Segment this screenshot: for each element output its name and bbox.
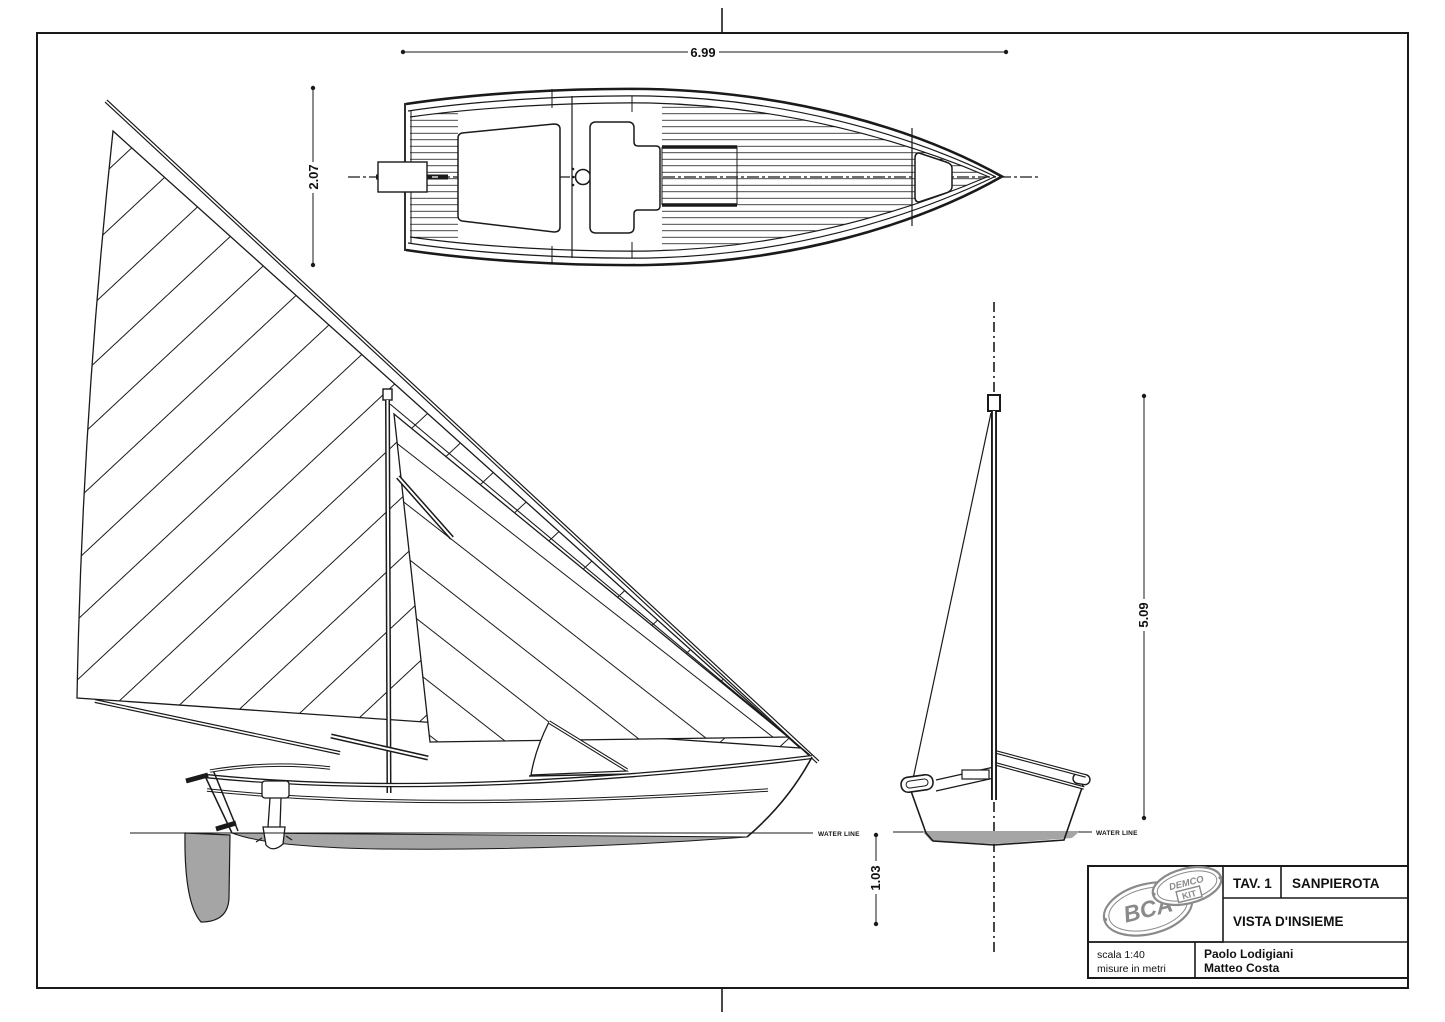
cockpit-main-opening: [589, 121, 661, 234]
dim-length-label: 6.99: [690, 45, 715, 60]
front-mast: [987, 394, 1001, 800]
mast-position-circle: [574, 168, 592, 186]
front-view: WATER LINE: [893, 302, 1138, 952]
main-yard: [104, 99, 820, 764]
title-block: BCA DEMCO KIT TAV. 1 SANPIEROTA VISTA D'…: [1087, 865, 1409, 979]
dim-draft: 1.03: [868, 832, 883, 927]
dim-beam-label: 2.07: [306, 164, 321, 189]
mast-dot: [571, 167, 575, 171]
rudder: [184, 769, 239, 923]
scale-label: scala 1:40: [1097, 949, 1145, 961]
boom-spar: [330, 733, 429, 761]
dim-hull-length: 6.99: [400, 45, 1009, 60]
mast-dot: [571, 183, 575, 187]
cockpit-forward-opening: [457, 123, 561, 233]
bumkin-spar: [94, 699, 341, 755]
front-underwater: [922, 831, 1080, 844]
jib-sail: [393, 412, 790, 743]
dim-draft-label: 1.03: [868, 865, 883, 890]
author-1: Paolo Lodigiani: [1204, 947, 1293, 961]
bow-hatch: [914, 152, 953, 203]
motor-well: [377, 161, 428, 193]
main-sail: [76, 129, 802, 749]
view-title: VISTA D'INSIEME: [1233, 914, 1343, 929]
rudder-pintle-upper: [185, 772, 209, 784]
logo-kit-text: KIT: [1181, 888, 1198, 901]
waterline-front-label: WATER LINE: [1096, 830, 1138, 837]
bca-demco-logo: BCA DEMCO KIT: [1102, 865, 1223, 937]
forestay-line: [389, 403, 811, 756]
station-ticks: [551, 89, 633, 264]
dim-beam: 2.07: [306, 85, 321, 268]
rudder-blade: [184, 832, 231, 923]
gaff-spar: [396, 475, 454, 540]
dim-mast-height: 5.09: [1136, 393, 1151, 821]
sheet-border: [36, 8, 1409, 1012]
hull-profile: [204, 754, 813, 850]
sheet-number: TAV. 1: [1233, 876, 1272, 891]
tiller: [209, 763, 331, 773]
dim-mast-height-label: 5.09: [1136, 602, 1151, 627]
main-mast: [382, 388, 393, 794]
author-2: Matteo Costa: [1204, 961, 1280, 975]
mast-dot: [571, 175, 575, 179]
plan-view: [348, 87, 1038, 267]
front-deck-lines: [935, 750, 1087, 792]
rudder-pintle-lower: [215, 820, 237, 832]
outboard-motor: [255, 780, 293, 850]
units-label: misure in metri: [1097, 963, 1166, 975]
front-hull-outline: [910, 778, 1086, 846]
boat-name: SANPIEROTA: [1292, 876, 1380, 891]
front-stay: [912, 412, 992, 780]
side-view: WATER LINE: [76, 99, 860, 923]
sprayhood: [528, 720, 635, 777]
thwart: [661, 145, 738, 207]
front-gunwale-caps: [900, 772, 1091, 794]
waterline-side-label: WATER LINE: [818, 831, 860, 838]
